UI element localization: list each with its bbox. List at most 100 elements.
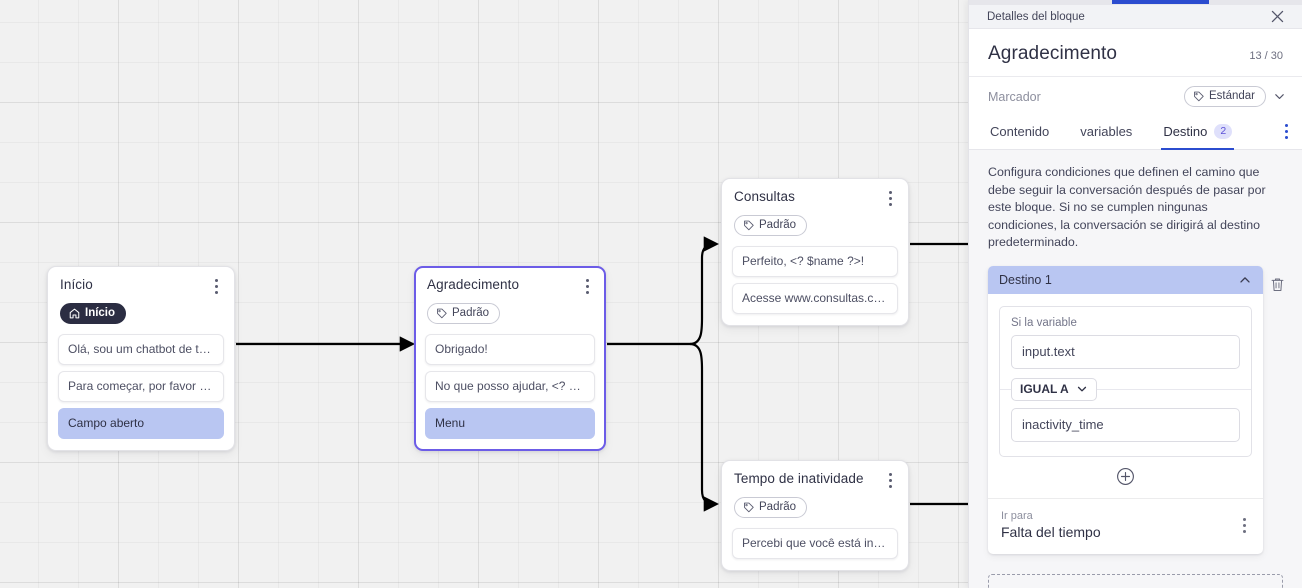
node-tag-padrao[interactable]: Padrão xyxy=(734,215,808,236)
node-tag-row: Padrão xyxy=(732,497,898,518)
node-message[interactable]: Percebi que você está inativo. C... xyxy=(732,528,898,559)
destination-body: Si la variable input.text IGUAL A xyxy=(988,294,1263,498)
operator-divider xyxy=(1000,388,1251,390)
trash-icon[interactable] xyxy=(1269,266,1288,293)
add-destination-button[interactable]: Agregar destino xyxy=(988,573,1283,588)
edge-branch-tempo xyxy=(689,342,720,512)
destination-header[interactable]: Destino 1 xyxy=(988,265,1263,294)
home-icon xyxy=(69,308,80,319)
panel-header-title: Detalles del bloque xyxy=(987,10,1085,23)
node-inicio[interactable]: Início Início Olá, sou um chatbot de tes… xyxy=(47,266,235,451)
node-agradecimento[interactable]: Agradecimento Padrão Obrigado! No que po… xyxy=(414,266,606,451)
edge-branch-consultas xyxy=(689,236,720,346)
node-message[interactable]: Para começar, por favor digite o ... xyxy=(58,371,224,402)
node-tag-label: Padrão xyxy=(759,501,797,513)
marker-row: Marcador Estándar xyxy=(969,77,1302,117)
node-menu-icon[interactable] xyxy=(882,189,898,207)
node-title: Consultas xyxy=(734,189,795,204)
block-title-row: Agradecimento 13 / 30 xyxy=(969,29,1302,77)
tag-icon xyxy=(1194,91,1204,102)
panel-tabs: Contenido variables Destino 2 xyxy=(969,117,1302,150)
marker-label: Marcador xyxy=(988,89,1041,104)
node-message[interactable]: Olá, sou um chatbot de teste! xyxy=(58,334,224,365)
tag-icon xyxy=(744,220,754,231)
tag-icon xyxy=(437,308,447,319)
node-message-list: Perfeito, <? $name ?>! Acesse www.consul… xyxy=(732,246,898,314)
node-tag-inicio[interactable]: Início xyxy=(60,303,127,324)
node-tag-row: Padrão xyxy=(732,215,898,236)
node-menu-icon[interactable] xyxy=(579,277,595,295)
node-tag-padrao[interactable]: Padrão xyxy=(427,303,501,324)
close-icon[interactable] xyxy=(1270,9,1285,24)
node-title: Agradecimento xyxy=(427,277,520,292)
tab-variables[interactable]: variables xyxy=(1078,118,1134,150)
flow-canvas[interactable]: Início Início Olá, sou um chatbot de tes… xyxy=(0,0,968,588)
destination-row: Destino 1 Si la variable input.text xyxy=(969,265,1302,554)
node-menu-icon[interactable] xyxy=(208,277,224,295)
tab-contenido[interactable]: Contenido xyxy=(988,118,1051,150)
node-tag-label: Padrão xyxy=(759,219,797,231)
tab-label: Destino xyxy=(1163,124,1208,139)
marker-tag-label: Estándar xyxy=(1208,90,1255,102)
node-tag-label: Início xyxy=(85,307,116,319)
node-tag-row: Padrão xyxy=(425,303,595,324)
add-condition-button[interactable] xyxy=(999,457,1252,498)
node-tempo-inatividade[interactable]: Tempo de inatividade Padrão Percebi que … xyxy=(721,460,909,571)
chevron-down-icon[interactable] xyxy=(1273,90,1286,103)
node-message[interactable]: Acesse www.consultas.com par... xyxy=(732,283,898,314)
node-header: Tempo de inatividade xyxy=(732,471,898,489)
comparison-input[interactable]: inactivity_time xyxy=(1011,407,1240,442)
destino-description: Configura condiciones que definen el cam… xyxy=(988,165,1266,249)
operator-select[interactable]: IGUAL A xyxy=(1011,377,1097,401)
variable-input[interactable]: input.text xyxy=(1011,334,1240,369)
goto-menu-icon[interactable] xyxy=(1237,517,1252,533)
block-title: Agradecimento xyxy=(988,43,1118,64)
tabs-overflow-menu-icon[interactable] xyxy=(1285,123,1288,143)
destination-card-1: Destino 1 Si la variable input.text xyxy=(988,265,1263,554)
node-message[interactable]: Perfeito, <? $name ?>! xyxy=(732,246,898,277)
marker-control[interactable]: Estándar xyxy=(1183,86,1286,107)
node-tag-label: Padrão xyxy=(452,307,490,319)
node-title: Início xyxy=(60,277,93,292)
node-message-list: Olá, sou um chatbot de teste! Para começ… xyxy=(58,334,224,439)
node-title: Tempo de inatividade xyxy=(734,471,864,486)
goto-value: Falta del tiempo xyxy=(1001,523,1101,540)
node-tag-row: Início xyxy=(58,303,224,324)
add-destination-wrap: Agregar destino xyxy=(969,554,1302,588)
node-message-highlighted[interactable]: Menu xyxy=(425,408,595,439)
goto-row[interactable]: Ir para Falta del tiempo xyxy=(988,497,1263,554)
loading-bar xyxy=(969,0,1302,5)
tab-label: Contenido xyxy=(990,124,1050,139)
node-message[interactable]: No que posso ajudar, <? $name ... xyxy=(425,371,595,402)
loading-bar-progress xyxy=(1112,0,1209,4)
node-message-list: Percebi que você está inativo. C... xyxy=(732,528,898,559)
block-details-panel: Detalles del bloque Agradecimento 13 / 3… xyxy=(968,0,1302,588)
plus-circle-icon xyxy=(1117,467,1134,485)
char-count: 13 / 30 xyxy=(1249,50,1283,62)
node-message-highlighted[interactable]: Campo aberto xyxy=(58,408,224,439)
condition-box: Si la variable input.text IGUAL A xyxy=(999,305,1252,457)
tab-destino[interactable]: Destino 2 xyxy=(1161,118,1235,150)
node-message[interactable]: Obrigado! xyxy=(425,334,595,365)
tab-badge-count: 2 xyxy=(1214,124,1233,139)
node-message-list: Obrigado! No que posso ajudar, <? $name … xyxy=(425,334,595,439)
node-consultas[interactable]: Consultas Padrão Perfeito, <? $name ?>! … xyxy=(721,178,909,326)
destination-title: Destino 1 xyxy=(999,272,1052,287)
tab-label: variables xyxy=(1080,124,1133,139)
chevron-up-icon[interactable] xyxy=(1238,273,1252,287)
connector-edges xyxy=(236,236,968,512)
goto-text-block: Ir para Falta del tiempo xyxy=(1001,509,1101,542)
goto-label: Ir para xyxy=(1001,509,1033,522)
panel-scroll-area[interactable]: Configura condiciones que definen el cam… xyxy=(969,150,1302,588)
node-menu-icon[interactable] xyxy=(882,471,898,489)
condition-label: Si la variable xyxy=(1011,316,1077,329)
node-header: Agradecimento xyxy=(425,277,595,295)
node-tag-padrao[interactable]: Padrão xyxy=(734,497,808,518)
node-header: Consultas xyxy=(732,189,898,207)
node-header: Início xyxy=(58,277,224,295)
tag-icon xyxy=(744,502,754,513)
operator-row: IGUAL A xyxy=(1000,377,1251,401)
marker-tag[interactable]: Estándar xyxy=(1183,86,1266,107)
chevron-down-icon xyxy=(1076,383,1088,395)
